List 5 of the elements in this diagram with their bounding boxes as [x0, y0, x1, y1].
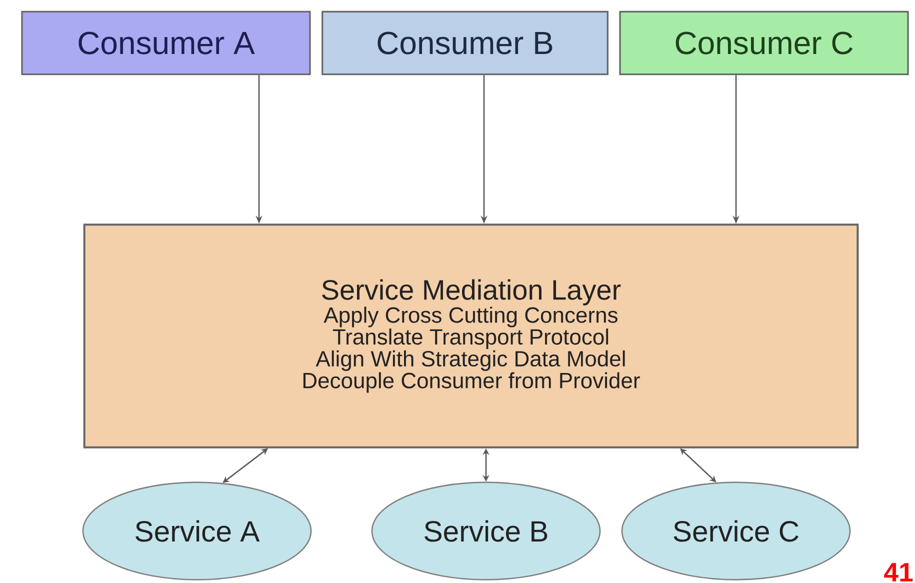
layer-box: Service Mediation Layer Apply Cross Cutting Concerns Translate Transport Protocol Align With Strategic Data Model Decouple Consumer from Provider: [83, 224, 859, 448]
consumer-box: Consumer C: [619, 10, 909, 76]
page-number: 41: [884, 563, 913, 582]
consumer-box: Consumer A: [21, 10, 311, 76]
consumer-box: Consumer B: [322, 10, 608, 76]
